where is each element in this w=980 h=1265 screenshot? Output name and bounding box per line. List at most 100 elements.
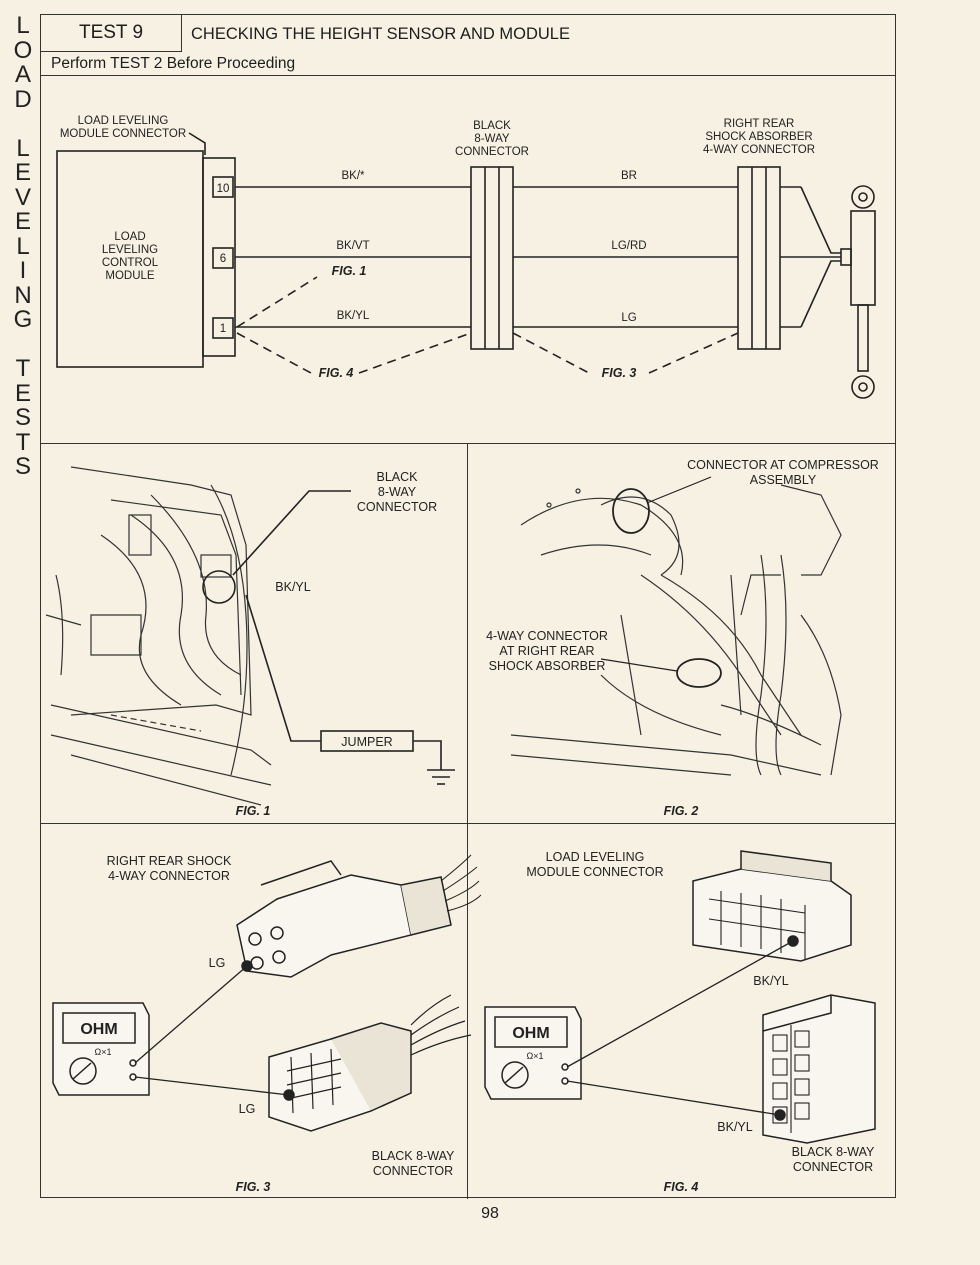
module-label: MODULE (105, 270, 155, 282)
fig4-meter-range: Ω×1 (527, 1051, 544, 1061)
side-letter: V (14, 183, 31, 211)
fig4-black-label: CONNECTOR (793, 1160, 873, 1174)
wire-label: LG/RD (611, 240, 646, 252)
side-letter: E (14, 208, 31, 235)
jumper-line (245, 594, 321, 742)
fig3-shock-label: 4-WAY CONNECTOR (108, 869, 230, 883)
side-letter: D (14, 85, 32, 113)
side-letter: N (14, 281, 32, 309)
fig4-wire-label: BK/YL (753, 974, 788, 988)
black-connector-label: CONNECTOR (455, 146, 529, 158)
fig1-connector-label: 8-WAY (378, 485, 417, 499)
fig4-meter-display: OHM (512, 1025, 549, 1042)
height-sensor-body (850, 210, 876, 306)
fig3-illustration (52, 854, 482, 1132)
side-letter: S (14, 404, 31, 431)
page-title: CHECKING THE HEIGHT SENSOR AND MODULE (191, 25, 570, 43)
shock-connector-box (737, 166, 781, 350)
side-letter: L (16, 12, 30, 39)
fig2-shock-label: SHOCK ABSORBER (489, 659, 606, 673)
fig-caption: FIG. 1 (236, 804, 271, 818)
shock-connector-label: RIGHT REAR (724, 118, 795, 130)
side-letter: L (16, 232, 30, 260)
divider (467, 443, 468, 1199)
fig2-shock-label: 4-WAY CONNECTOR (486, 629, 608, 643)
pin-1-box (212, 317, 234, 339)
wiring-schematic: LOAD LEVELING MODULE CONNECTOR LOAD LEVE… (45, 115, 879, 1194)
side-letter: T (15, 355, 31, 382)
fig1-illustration (45, 466, 272, 806)
module-label: LOAD (114, 231, 145, 243)
module-connector-label: MODULE CONNECTOR (60, 128, 186, 140)
leader-line (188, 132, 206, 155)
side-letter: A (14, 61, 31, 88)
fig2-shock-label: AT RIGHT REAR (499, 644, 594, 658)
black-connector-box (470, 166, 514, 350)
shock-connector-label: 4-WAY CONNECTOR (703, 144, 815, 156)
wire-label: BK/VT (336, 240, 369, 252)
fig-ref: FIG. 1 (332, 264, 367, 278)
side-section-title: L O A D L E V E L I N G T E S T S (10, 12, 36, 480)
side-gap (10, 112, 36, 137)
wire-label: BK/* (341, 170, 365, 182)
connector-highlight-circle (202, 570, 236, 604)
fig3-black-label: BLACK 8-WAY (372, 1149, 455, 1163)
wire-label: BR (621, 170, 637, 182)
module-connector-label: LOAD LEVELING (78, 115, 169, 127)
wire-label: LG (621, 312, 636, 324)
side-letter: S (14, 453, 31, 480)
pin-6-box (212, 247, 234, 269)
divider (41, 75, 895, 76)
fig-caption: FIG. 2 (664, 804, 699, 818)
leader-line (232, 490, 351, 576)
shock-connector-highlight (676, 658, 722, 688)
black-connector-label: 8-WAY (474, 133, 509, 145)
pin-10-box (212, 176, 234, 198)
fig3-lg-label: LG (209, 956, 226, 970)
side-letter: O (13, 36, 33, 64)
compressor-connector-highlight (612, 488, 650, 534)
page-frame: TEST 9 CHECKING THE HEIGHT SENSOR AND MO… (40, 14, 896, 1199)
fig-caption: FIG. 3 (236, 1180, 271, 1194)
fig1-connector-label: CONNECTOR (357, 500, 437, 514)
fig4-module-label: MODULE CONNECTOR (526, 865, 663, 879)
fig3-meter-range: Ω×1 (95, 1047, 112, 1057)
side-gap (10, 333, 36, 358)
module-label: LEVELING (102, 244, 158, 256)
fig2-illustration (510, 484, 842, 776)
side-letter: G (13, 306, 33, 333)
fig3-shock-label: RIGHT REAR SHOCK (107, 854, 232, 868)
fig3-lg-label: LG (239, 1102, 256, 1116)
fig4-illustration (484, 850, 876, 1144)
page-number: 98 (481, 1205, 499, 1222)
fig4-black-label: BLACK 8-WAY (792, 1145, 875, 1159)
fig4-module-label: LOAD LEVELING (546, 850, 645, 864)
test-number: TEST 9 (41, 15, 182, 52)
pin-label: 10 (217, 183, 230, 195)
fig2-compressor-label: CONNECTOR AT COMPRESSOR (687, 458, 879, 472)
side-letter: E (14, 159, 31, 186)
fig1-wire-label: BK/YL (275, 580, 310, 594)
jumper-label: JUMPER (341, 735, 392, 749)
fig3-meter-display: OHM (80, 1021, 117, 1038)
fig-ref: FIG. 3 (602, 366, 637, 380)
module-label: CONTROL (102, 257, 159, 269)
divider (41, 443, 895, 444)
pin-label: 6 (220, 253, 226, 265)
wire-label: BK/YL (337, 310, 370, 322)
pin-label: 1 (220, 323, 226, 335)
divider (41, 823, 895, 824)
fig3-black-label: CONNECTOR (373, 1164, 453, 1178)
side-letter: I (19, 257, 27, 284)
fig-caption: FIG. 4 (664, 1180, 699, 1194)
side-letter: T (15, 428, 31, 456)
fig2-compressor-label: ASSEMBLY (750, 473, 817, 487)
shock-connector-label: SHOCK ABSORBER (705, 131, 812, 143)
fig-ref: FIG. 4 (319, 366, 354, 380)
fig4-wire-label: BK/YL (717, 1120, 752, 1134)
side-letter: E (14, 379, 31, 407)
black-connector-label: BLACK (473, 120, 511, 132)
side-letter: L (16, 134, 30, 162)
page-subtitle: Perform TEST 2 Before Proceeding (51, 55, 296, 72)
fig1-connector-label: BLACK (377, 470, 419, 484)
